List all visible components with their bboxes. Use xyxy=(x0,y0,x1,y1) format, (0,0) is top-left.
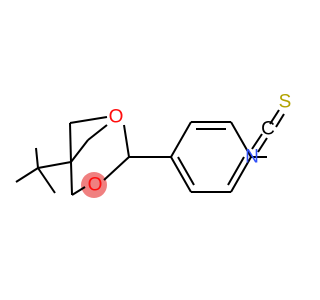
bond-ch2-o-top-left xyxy=(69,116,108,124)
atom-label-nitrogen: N xyxy=(245,147,259,168)
ring-double-bond-right xyxy=(227,156,245,186)
ring-bond-4 xyxy=(230,156,252,193)
molecule-drawing: O O N C S xyxy=(15,92,292,198)
ring-bond-3 xyxy=(230,121,252,158)
bond-ch2-o-top-right xyxy=(87,124,108,141)
double-bond-c-s-b xyxy=(275,113,285,128)
bond-bridgehead-ch2-mid xyxy=(70,139,89,163)
bond-bridgehead-ch2-bottom xyxy=(70,161,73,196)
double-bond-c-s-a xyxy=(269,109,280,125)
double-bond-n-c-b xyxy=(257,137,268,153)
atom-label-oxygen-bottom: O xyxy=(88,175,103,196)
atom-label-isothiocyanate-carbon: C xyxy=(261,119,275,140)
bond-o-bottom-orthocarbon xyxy=(103,156,130,181)
bond-o-top-orthocarbon xyxy=(123,124,130,158)
double-bond-n-c-a xyxy=(251,133,263,150)
atom-label-sulfur: S xyxy=(279,92,292,113)
bond-bridgehead-ch2-top xyxy=(69,122,72,163)
bond-tbu-methyl-top xyxy=(35,147,39,169)
bond-tbu-bridgehead xyxy=(37,161,72,169)
highlighted-atom-circle xyxy=(81,172,107,198)
atom-label-oxygen-top: O xyxy=(109,107,124,128)
ring-double-bond-left xyxy=(177,156,195,186)
bond-ch2-o-bottom xyxy=(71,186,86,196)
structure-svg: O O N C S xyxy=(15,92,292,198)
bond-tbu-methyl-left xyxy=(15,167,39,183)
ring-bond-6 xyxy=(170,156,192,193)
ring-bond-1 xyxy=(170,121,192,158)
bond-tbu-methyl-bottom xyxy=(37,167,56,194)
